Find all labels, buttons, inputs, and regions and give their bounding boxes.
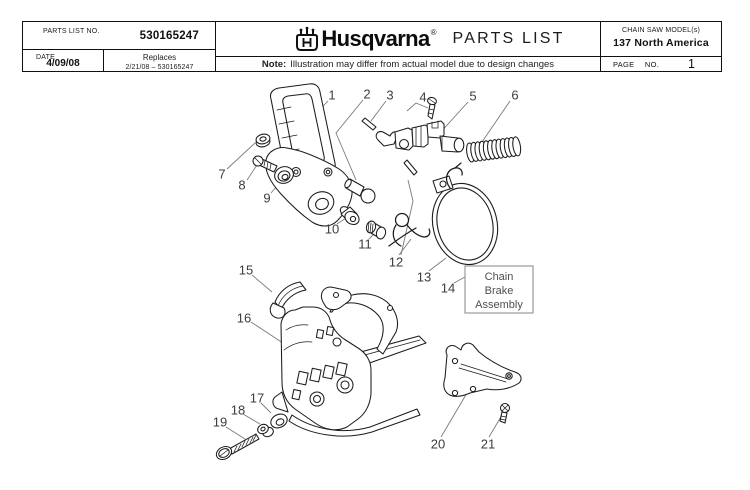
leader-line-8	[246, 164, 258, 181]
callout-2: 2	[363, 87, 370, 102]
callout-5: 5	[469, 89, 476, 104]
callout-19: 19	[213, 415, 227, 430]
leader-line-12	[398, 238, 412, 256]
part-guard-bracket	[443, 342, 522, 397]
callout-7: 7	[218, 167, 225, 182]
callout-17: 17	[250, 391, 264, 406]
leader-line-3	[370, 100, 387, 122]
callout-3: 3	[386, 88, 393, 103]
note-label: Note:	[261, 58, 287, 70]
part-nut	[255, 133, 271, 148]
part-latch-lever	[269, 281, 307, 319]
leader-line-20	[440, 392, 468, 438]
date-label: DATE	[36, 54, 55, 61]
note-row: Note: Illustration may differ from actua…	[216, 57, 600, 71]
leader-line-21	[488, 414, 503, 438]
callout-18: 18	[231, 403, 245, 418]
model-label: CHAIN SAW MODEL(s)	[621, 27, 700, 34]
part-flange-screw	[339, 206, 360, 226]
part-long-screw	[215, 433, 260, 461]
callout-8: 8	[238, 178, 245, 193]
page-no-cell: PAGE NO. 1	[601, 57, 721, 71]
part-pin-12	[403, 159, 418, 176]
date-value: 4/09/08	[46, 58, 80, 69]
header-table: PARTS LIST NO. 530165247 DATE 4/09/08 Re…	[22, 21, 722, 72]
callout-6: 6	[511, 88, 518, 103]
leader-line-18	[242, 413, 261, 425]
header-left-section: PARTS LIST NO. 530165247 DATE 4/09/08 Re…	[23, 22, 216, 71]
replaces-value: 2/21/08 – 530165247	[125, 64, 194, 71]
part-coil-spring	[466, 136, 522, 163]
husqvarna-crown-icon	[295, 26, 319, 52]
callout-4: 4	[419, 90, 426, 105]
parts-list-no-label: PARTS LIST NO.	[43, 28, 100, 35]
part-cap	[270, 413, 288, 429]
parts-list-no-cell: PARTS LIST NO. 530165247	[23, 22, 215, 50]
leader-line-10	[336, 217, 347, 225]
leader-line-4	[406, 102, 429, 112]
leader-line-15	[251, 274, 273, 293]
date-cell: DATE 4/09/08	[23, 50, 104, 71]
document-title: PARTS LIST	[452, 30, 565, 47]
leader-line-6	[481, 100, 511, 143]
part-bushing	[365, 220, 387, 240]
model-value: 137 North America	[613, 37, 709, 49]
part-screw-4	[427, 96, 437, 120]
leader-line-13	[428, 257, 447, 272]
assembly-box-border	[464, 265, 534, 314]
callout-1: 1	[328, 88, 335, 103]
part-screw-8	[252, 155, 278, 173]
brand-title-row: Husqvarna ® PARTS LIST	[216, 22, 600, 57]
note-text: Illustration may differ from actual mode…	[290, 58, 555, 70]
assembly-box-line-2: Brake	[485, 285, 514, 297]
part-spring-clip	[388, 212, 431, 247]
leader-line-12	[400, 179, 414, 256]
callout-13: 13	[417, 270, 431, 285]
header-right-section: CHAIN SAW MODEL(s) 137 North America PAG…	[601, 22, 721, 71]
callout-9: 9	[263, 191, 270, 206]
leader-line-2	[335, 99, 364, 181]
date-replaces-row: DATE 4/09/08 Replaces 2/21/08 – 53016524…	[23, 50, 215, 71]
part-pivot-bolt	[344, 178, 376, 204]
assembly-box-line-3: Assembly	[475, 299, 523, 311]
model-cell: CHAIN SAW MODEL(s) 137 North America	[601, 22, 721, 57]
brand-name: Husqvarna	[321, 26, 430, 51]
part-bracket-screw	[499, 402, 511, 424]
leader-line-17	[260, 402, 272, 414]
assembly-box-line-1: Chain	[485, 271, 514, 283]
page-number: 1	[688, 57, 695, 71]
part-trigger-assembly	[375, 120, 465, 153]
part-clutch-cover-assembly	[272, 286, 427, 437]
callout-16: 16	[237, 311, 251, 326]
leader-line-14	[453, 276, 466, 284]
callout-20: 20	[431, 437, 445, 452]
callout-21: 21	[481, 437, 495, 452]
page-no-label: PAGE NO.	[613, 59, 660, 69]
replaces-label: Replaces	[142, 53, 177, 62]
callout-12: 12	[389, 255, 403, 270]
parts-list-no-value: 530165247	[139, 30, 199, 42]
header-middle-section: Husqvarna ® PARTS LIST Note: Illustratio…	[216, 22, 601, 71]
part-brake-lever-housing	[265, 147, 353, 227]
replaces-cell: Replaces 2/21/08 – 530165247	[104, 50, 215, 71]
part-brake-band	[431, 162, 499, 266]
registered-mark: ®	[430, 27, 437, 37]
callout-11: 11	[358, 237, 372, 252]
callout-15: 15	[239, 263, 253, 278]
part-grommet	[274, 166, 294, 184]
leader-line-19	[225, 426, 246, 440]
part-washers	[257, 423, 274, 438]
callout-10: 10	[325, 222, 339, 237]
callout-14: 14	[441, 281, 455, 296]
leader-line-7	[226, 142, 256, 170]
part-pin-3	[361, 117, 377, 131]
